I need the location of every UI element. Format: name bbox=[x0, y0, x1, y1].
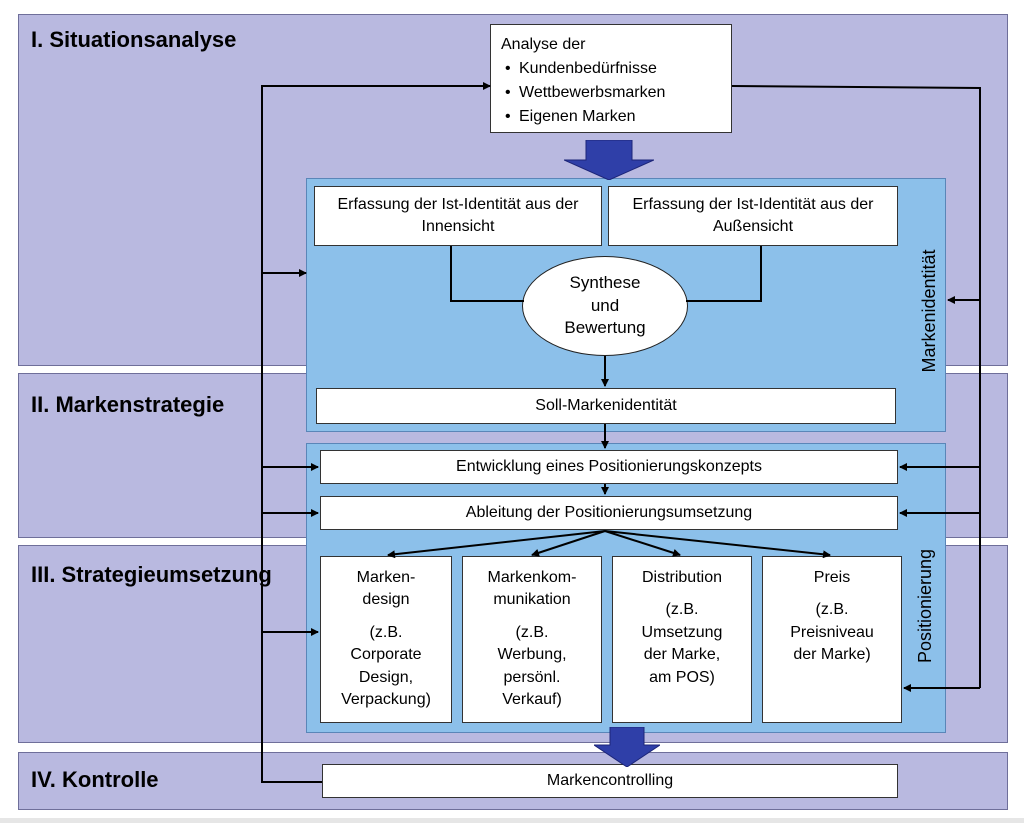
instrument-line: Design, bbox=[358, 668, 414, 686]
phase-title: III. Strategieumsetzung bbox=[31, 562, 272, 587]
inside-view-label: Erfassung der Ist-Identität aus der Inne… bbox=[337, 195, 579, 235]
block-arrow-down-icon bbox=[564, 140, 654, 180]
instrument-line: (z.B. bbox=[515, 623, 549, 641]
instrument-line: am POS) bbox=[649, 668, 715, 686]
outside-view-box: Erfassung der Ist-Identität aus der Auße… bbox=[608, 186, 898, 246]
analysis-item: Kundenbedürfnisse bbox=[505, 57, 665, 81]
inside-view-box: Erfassung der Ist-Identität aus der Inne… bbox=[314, 186, 602, 246]
instrument-line: (z.B. bbox=[815, 601, 849, 619]
instrument-box-price: Preis (z.B. Preisniveau der Marke) bbox=[762, 556, 902, 723]
instrument-line: Corporate bbox=[350, 646, 422, 664]
phase-title: II. Markenstrategie bbox=[31, 392, 225, 417]
synthesis-ellipse: Synthese und Bewertung bbox=[522, 256, 688, 356]
instrument-line: der Marke, bbox=[643, 646, 721, 664]
analysis-box: Analyse der Kundenbedürfnisse Wettbewerb… bbox=[490, 24, 732, 133]
synthesis-line: Bewertung bbox=[564, 318, 646, 338]
brand-controlling-box: Markencontrolling bbox=[322, 764, 898, 798]
instrument-box-communication: Markenkom- munikation (z.B. Werbung, per… bbox=[462, 556, 602, 723]
phase-title: I. Situationsanalyse bbox=[31, 27, 237, 52]
positioning-concept-box: Entwicklung eines Positionierungskonzept… bbox=[320, 450, 898, 484]
synthesis-line: und bbox=[590, 295, 620, 315]
bottom-scroll-strip bbox=[0, 818, 1024, 823]
target-identity-box: Soll-Markenidentität bbox=[316, 388, 896, 424]
positioning-concept-label: Entwicklung eines Positionierungskonzept… bbox=[456, 457, 762, 475]
phase-title: IV. Kontrolle bbox=[31, 767, 159, 792]
instrument-line: Preisniveau bbox=[790, 623, 874, 641]
block-arrow-down-icon bbox=[594, 727, 660, 767]
target-identity-label: Soll-Markenidentität bbox=[535, 396, 677, 414]
instrument-line: der Marke) bbox=[793, 646, 871, 664]
brand-controlling-label: Markencontrolling bbox=[546, 771, 674, 789]
analysis-item: Eigenen Marken bbox=[505, 105, 665, 129]
positioning-derivation-label: Ableitung der Positionierungsumsetzung bbox=[465, 503, 753, 521]
instrument-box-distribution: Distribution (z.B. Umsetzung der Marke, … bbox=[612, 556, 752, 723]
instrument-line: (z.B. bbox=[665, 601, 699, 619]
analysis-item: Wettbewerbsmarken bbox=[505, 81, 665, 105]
instrument-line: munikation bbox=[493, 591, 571, 609]
instrument-line: Verkauf) bbox=[502, 690, 562, 708]
instrument-line: design bbox=[362, 591, 410, 609]
instrument-line: Umsetzung bbox=[641, 623, 723, 641]
instrument-line: (z.B. bbox=[369, 623, 403, 641]
instrument-line: Markenkom- bbox=[487, 569, 577, 586]
instrument-line: persönl. bbox=[503, 668, 561, 686]
instrument-line: Preis bbox=[813, 569, 851, 586]
synthesis-line: Synthese bbox=[569, 272, 641, 292]
instrument-line: Verpackung) bbox=[341, 690, 431, 708]
instrument-line: Werbung, bbox=[497, 646, 567, 664]
instrument-line: Marken- bbox=[356, 569, 416, 586]
positioning-derivation-box: Ableitung der Positionierungsumsetzung bbox=[320, 496, 898, 530]
analysis-heading: Analyse der bbox=[501, 36, 586, 53]
instrument-box-design: Marken- design (z.B. Corporate Design, V… bbox=[320, 556, 452, 723]
outside-view-label: Erfassung der Ist-Identität aus der Auße… bbox=[632, 195, 874, 235]
instrument-line: Distribution bbox=[641, 569, 722, 586]
